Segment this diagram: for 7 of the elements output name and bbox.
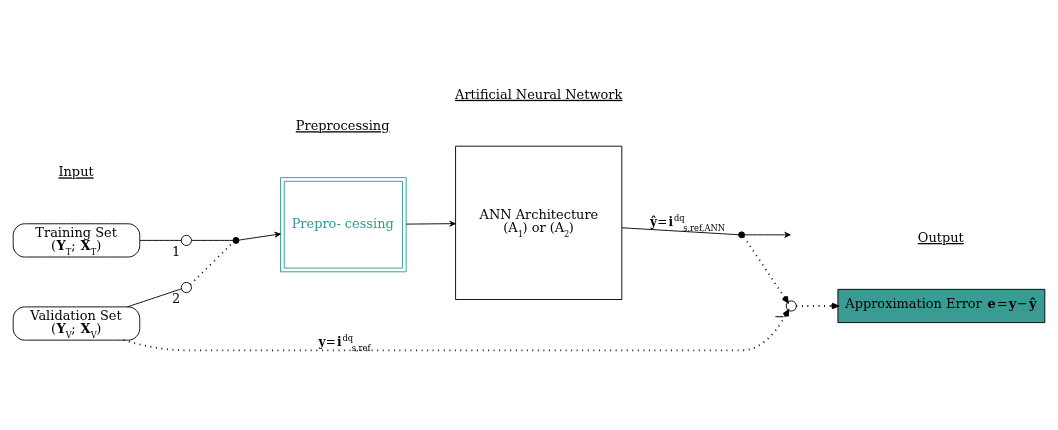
label: Input — [58, 164, 94, 180]
node-label: − — [774, 309, 786, 325]
label: Preprocessing — [295, 118, 390, 134]
node-label: 2 — [172, 290, 181, 306]
node-label: 1 — [172, 243, 181, 259]
label: Artificial Neural Network — [455, 86, 623, 102]
label: Output — [917, 229, 964, 245]
